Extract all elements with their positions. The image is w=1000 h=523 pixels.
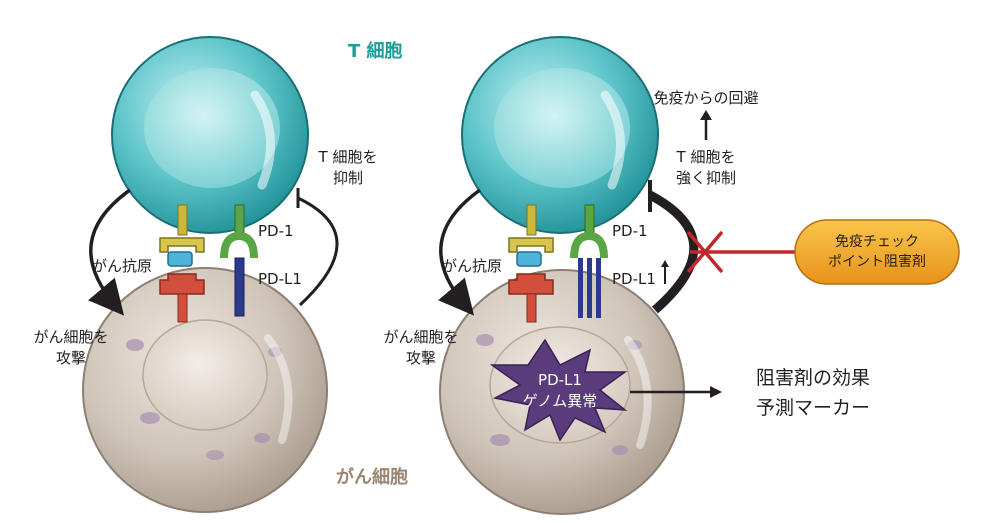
right-panel [438, 36, 795, 515]
pdl1-up-arrow-icon [661, 260, 669, 284]
left-pd1-label: PD-1 [258, 222, 294, 240]
immune-escape-label: 免疫からの回避 [653, 89, 759, 107]
inhibitor-pill [794, 219, 960, 285]
right-strong-suppress-arc [647, 191, 699, 314]
left-cancer-cell [82, 267, 328, 513]
right-arrow-icon [630, 386, 722, 398]
left-pd1-pdl1 [220, 204, 258, 317]
right-t-cell [461, 36, 659, 234]
left-cancer-antigen-label: がん抗原 [92, 257, 153, 275]
inhibitor-line1: 免疫チェック [835, 234, 919, 250]
left-suppress-line1: T 細胞を [318, 148, 378, 166]
cancer-cell-title: がん細胞 [336, 467, 408, 488]
right-pd1-label: PD-1 [612, 222, 648, 240]
left-pdl1-label: PD-L1 [258, 270, 302, 288]
left-suppress-line2: 抑制 [332, 169, 363, 187]
right-cancer-antigen-label: がん抗原 [442, 257, 503, 275]
left-t-cell [111, 36, 309, 234]
mutation-burst [489, 338, 628, 442]
right-tcr-complex [508, 204, 554, 323]
right-strong-suppress-line1: T 細胞を [676, 148, 736, 166]
left-attack-arrow [88, 188, 132, 316]
marker-line1: 阻害剤の効果 [755, 367, 870, 389]
left-suppress-arc [297, 196, 339, 307]
right-pd1-pdl1 [570, 204, 608, 318]
left-panel [82, 36, 339, 513]
up-arrow-icon [700, 110, 712, 140]
right-strong-suppress-line2: 強く抑制 [675, 169, 736, 187]
right-attack-line2: 攻撃 [405, 349, 436, 367]
left-attack-line2: 攻撃 [55, 349, 86, 367]
right-attack-arrow [438, 188, 482, 316]
left-antigen [167, 251, 193, 267]
right-pdl1-label: PD-L1 [612, 270, 656, 288]
inhibitor-pill-label: 免疫チェック ポイント阻害剤 [795, 220, 959, 284]
mutation-line2: ゲノム異常 [522, 392, 598, 410]
inhibitor-line2: ポイント阻害剤 [828, 254, 926, 270]
left-attack-line1: がん細胞を [33, 328, 109, 346]
marker-line2: 予測マーカー [755, 397, 870, 419]
right-attack-line1: がん細胞を [383, 328, 459, 346]
x-cross-icon [686, 230, 724, 274]
t-cell-title: T 細胞 [348, 41, 403, 62]
right-antigen [516, 251, 542, 267]
mutation-line1: PD-L1 [538, 371, 582, 389]
left-tcr-complex [159, 204, 205, 323]
